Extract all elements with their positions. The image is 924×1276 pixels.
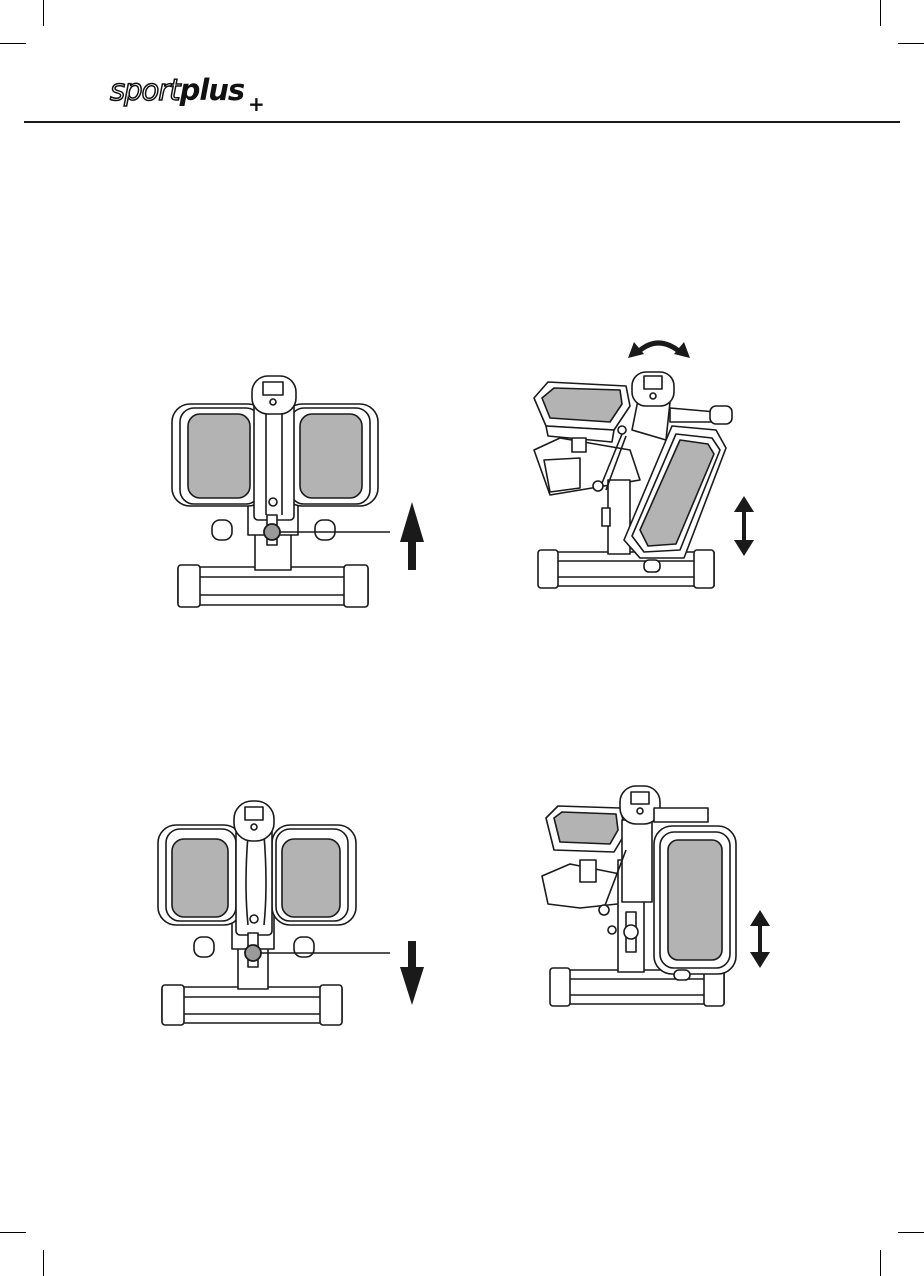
stepper-side-view-rotate: [520, 330, 780, 600]
curved-double-arrow-icon: [628, 342, 690, 358]
arrow-up-icon: [400, 502, 424, 570]
arrow-down-icon: [400, 941, 424, 1005]
logo-text-light: sport: [110, 73, 180, 107]
crop-mark-bottom-right-h: [898, 1232, 924, 1233]
vertical-double-arrow-icon: [750, 910, 770, 968]
crop-mark-top-left-v: [43, 0, 44, 26]
stepper-side-view-vertical: [530, 780, 780, 1015]
crop-mark-top-right-v: [880, 0, 881, 26]
logo-plus-symbol: +: [248, 94, 264, 114]
vertical-double-arrow-icon: [734, 496, 754, 556]
stepper-front-view-up: [150, 370, 440, 610]
header-divider: [24, 121, 900, 123]
logo-text-bold: plus: [180, 73, 245, 107]
crop-mark-top-right-h: [898, 43, 924, 44]
crop-mark-bottom-right-v: [880, 1250, 881, 1276]
crop-mark-bottom-left-v: [43, 1250, 44, 1276]
crop-mark-bottom-left-h: [0, 1232, 26, 1233]
sportplus-logo: sportplus +: [110, 70, 244, 110]
stepper-front-view-down: [140, 795, 440, 1030]
crop-mark-top-left-h: [0, 43, 26, 44]
